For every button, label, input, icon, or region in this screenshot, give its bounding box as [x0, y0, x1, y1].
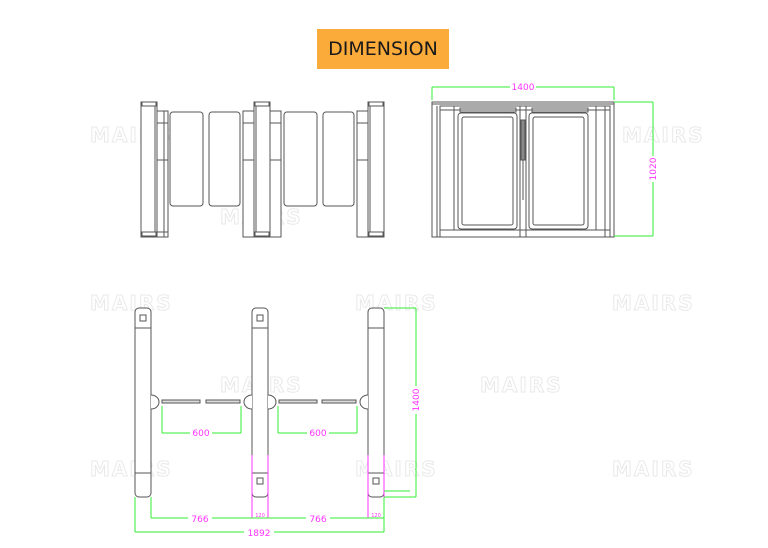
svg-text:MAIRS: MAIRS — [622, 123, 705, 147]
side-view — [431, 101, 615, 238]
top-view — [134, 307, 385, 498]
top-view-dimensions: 600 600 1400 120 120 766 766 1892 — [134, 307, 422, 539]
front-view — [140, 101, 385, 238]
svg-text:MAIRS: MAIRS — [612, 291, 695, 315]
title-badge: DIMENSION — [317, 29, 449, 69]
svg-text:MAIRS: MAIRS — [612, 457, 695, 481]
cabinet-length-label: 1400 — [412, 388, 422, 411]
side-width-label: 1400 — [512, 83, 535, 93]
svg-text:MAIRS: MAIRS — [480, 373, 563, 397]
cabinet2-width-label: 120 — [371, 513, 381, 519]
lane1-width-label: 600 — [192, 429, 209, 439]
lane2-width-label: 600 — [309, 429, 326, 439]
svg-text:MAIRS: MAIRS — [90, 291, 173, 315]
svg-text:MAIRS: MAIRS — [355, 291, 438, 315]
side-view-dimensions: 1400 1020 — [431, 81, 659, 237]
title-text: DIMENSION — [328, 38, 438, 60]
side-height-label: 1020 — [649, 157, 659, 180]
total-width-label: 1892 — [248, 529, 271, 539]
svg-text:MAIRS: MAIRS — [355, 457, 438, 481]
svg-text:MAIRS: MAIRS — [90, 457, 173, 481]
span1-label: 766 — [191, 515, 208, 525]
cabinet1-width-label: 120 — [255, 513, 265, 519]
span2-label: 766 — [309, 515, 326, 525]
